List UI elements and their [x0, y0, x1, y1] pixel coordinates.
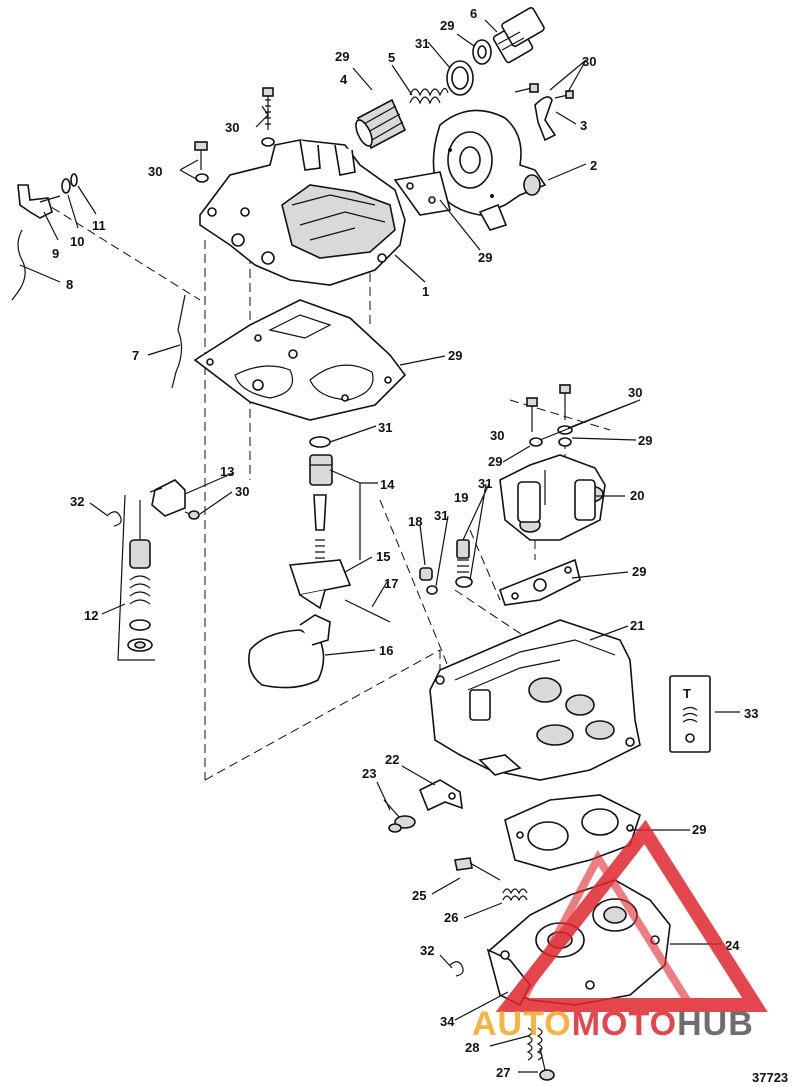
part-pump-lever	[149, 479, 200, 520]
figure-number: 37723	[752, 1070, 788, 1085]
part-inlet-fitting	[492, 7, 545, 64]
callout-18: 18	[408, 514, 422, 529]
callout-3: 3	[580, 118, 587, 133]
callout-11: 11	[92, 218, 106, 233]
callout-21: 21	[630, 618, 644, 633]
part-venturi-screws	[526, 384, 573, 447]
part-venturi-cluster	[499, 454, 606, 541]
part-idle-screw	[383, 799, 416, 833]
callout-14: 14	[380, 477, 395, 492]
watermark-triangle-inner	[513, 850, 698, 1009]
part-fuel-filter	[355, 98, 407, 150]
part-retainer-clip-lower	[449, 961, 464, 977]
callout-12: 12	[84, 608, 98, 623]
callout-29-filter: 29	[335, 49, 349, 64]
repair-kit-box: T	[669, 675, 711, 753]
callout-31-seat: 31	[378, 420, 392, 435]
part-accelerator-pump	[117, 494, 155, 661]
callout-29-bowl: 29	[632, 564, 646, 579]
callout-16: 16	[379, 643, 393, 658]
callout-1: 1	[422, 284, 429, 299]
callout-26: 26	[444, 910, 458, 925]
callout-28: 28	[465, 1040, 479, 1055]
part-choke-gasket	[393, 171, 451, 216]
callout-31-jet-a: 31	[434, 508, 448, 523]
callout-30-horn: 30	[225, 120, 239, 135]
callout-10: 10	[70, 234, 84, 249]
callout-22: 22	[385, 752, 399, 767]
watermark-logo: AUTOMOTOHUB	[472, 819, 768, 1043]
callout-2: 2	[590, 158, 597, 173]
callout-17: 17	[384, 576, 398, 591]
callout-15: 15	[376, 549, 390, 564]
callout-30-choke: 30	[582, 54, 596, 69]
part-float-bowl	[429, 619, 641, 781]
callout-33: 33	[744, 706, 758, 721]
watermark-part-hub: HUB	[677, 1005, 754, 1043]
part-venturi-gasket	[499, 558, 581, 606]
part-throttle-stop-screw	[539, 1047, 555, 1081]
callout-labels: 1 2 3 4 5 6 7 8 9 10 11 12 13 14 15 16 1…	[52, 6, 758, 1080]
callout-29-base: 29	[692, 822, 706, 837]
callout-13: 13	[220, 464, 234, 479]
part-filter-spring	[409, 87, 449, 105]
watermark-part-auto: AUTO	[472, 1005, 572, 1043]
callout-29-venturi-a: 29	[638, 433, 652, 448]
callout-32-upper: 32	[70, 494, 84, 509]
part-air-horn	[199, 139, 406, 286]
callout-20: 20	[630, 488, 644, 503]
svg-text:AUTOMOTOHUB: AUTOMOTOHUB	[472, 1005, 754, 1043]
part-airhorn-screws	[194, 87, 275, 183]
part-choke-housing	[432, 109, 547, 231]
callout-24: 24	[725, 938, 740, 953]
part-choke-rod	[11, 229, 26, 301]
callout-7: 7	[132, 348, 139, 363]
part-pump-rod	[171, 294, 186, 389]
part-choke-lever	[17, 173, 78, 219]
part-retainer-clip-upper	[107, 511, 122, 527]
callout-31-top: 31	[415, 36, 429, 51]
callout-30-left: 30	[148, 164, 162, 179]
callout-5: 5	[388, 50, 395, 65]
leader-lines	[19, 19, 740, 1073]
part-float-pin	[344, 599, 391, 623]
callout-19: 19	[454, 490, 468, 505]
callout-27: 27	[496, 1065, 510, 1080]
callout-29-top: 29	[440, 18, 454, 33]
callout-8: 8	[66, 277, 73, 292]
callout-34: 34	[440, 1014, 455, 1029]
watermark-part-moto: MOTO	[572, 1005, 677, 1043]
part-needle-seat	[309, 436, 333, 559]
part-choke-screws	[514, 83, 574, 142]
callout-30-venturi-b: 30	[490, 428, 504, 443]
part-idle-needle-spring	[502, 888, 528, 902]
callout-32-lower: 32	[420, 943, 434, 958]
callout-30-venturi-a: 30	[628, 385, 642, 400]
callout-31-jet-b: 31	[478, 476, 492, 491]
part-washers	[446, 39, 492, 96]
callout-30-pump: 30	[235, 484, 249, 499]
part-float-hinge	[288, 559, 352, 610]
part-airhorn-gasket	[193, 299, 407, 421]
callout-6: 6	[470, 6, 477, 21]
callout-23: 23	[362, 766, 376, 781]
part-throttle-lever	[418, 779, 463, 812]
callout-29-choke: 29	[478, 250, 492, 265]
kit-symbol: T	[683, 686, 691, 701]
callout-9: 9	[52, 246, 59, 261]
callout-25: 25	[412, 888, 426, 903]
part-idle-mixture-needle	[454, 857, 501, 881]
callout-4: 4	[340, 72, 348, 87]
part-float	[248, 614, 331, 689]
callout-29-venturi-b: 29	[488, 454, 502, 469]
callout-29-airhorn: 29	[448, 348, 462, 363]
part-main-jets	[419, 539, 473, 595]
